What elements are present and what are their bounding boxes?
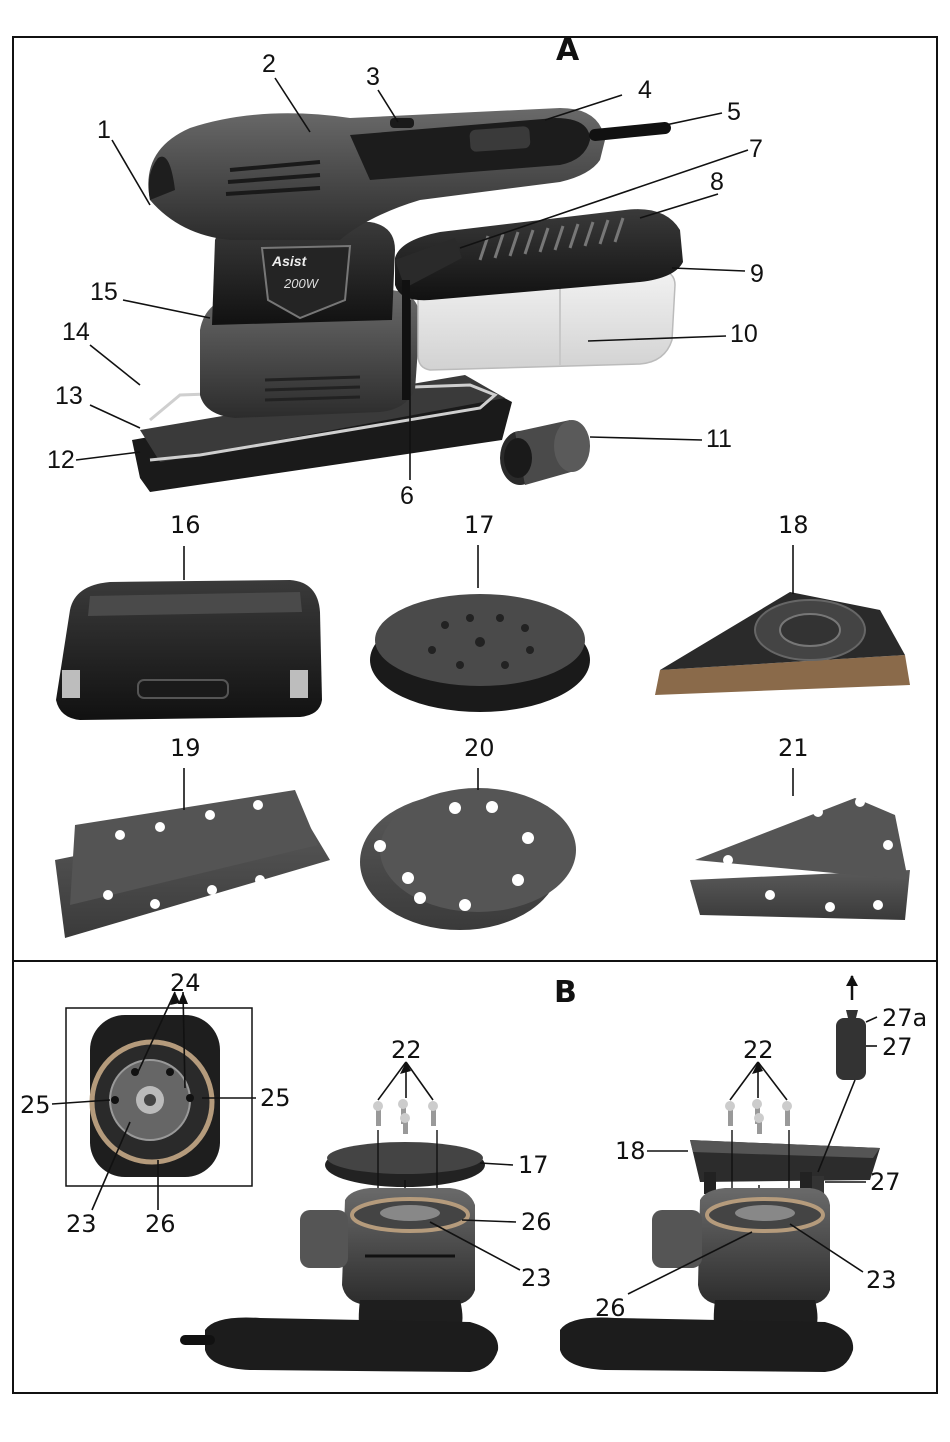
assembly-round-plate	[185, 1099, 498, 1372]
part-label-17-middle: 17	[518, 1153, 549, 1177]
round-sanding-sheets	[360, 788, 576, 930]
part-label-22-right: 22	[743, 1038, 774, 1062]
part-label-19: 19	[170, 736, 201, 760]
part-label-27-lower: 27	[870, 1170, 901, 1194]
part-label-22-middle: 22	[391, 1038, 422, 1062]
delta-sanding-plate	[655, 592, 910, 695]
sander-main	[132, 108, 683, 492]
part-label-10: 10	[730, 322, 758, 347]
round-sanding-plate	[370, 594, 590, 712]
inset-base-view	[90, 1015, 220, 1177]
part-label-18-right: 18	[615, 1139, 646, 1163]
part-label-27-upper: 27	[882, 1035, 913, 1059]
device-model-label: Asist	[272, 254, 306, 268]
part-label-27a: 27a	[882, 1006, 927, 1030]
carry-case	[56, 580, 322, 720]
part-label-17: 17	[464, 513, 495, 537]
part-label-12: 12	[47, 448, 75, 473]
part-label-2: 2	[262, 52, 276, 77]
part-label-9: 9	[750, 262, 764, 287]
part-label-3: 3	[366, 65, 380, 90]
part-label-1: 1	[97, 118, 111, 143]
rectangular-sanding-sheets	[55, 790, 330, 938]
part-label-11: 11	[706, 427, 732, 452]
part-label-5: 5	[727, 100, 741, 125]
part-label-4: 4	[638, 78, 652, 103]
part-label-20: 20	[464, 736, 495, 760]
part-label-26-right: 26	[595, 1296, 626, 1320]
part-label-26-inset: 26	[145, 1212, 176, 1236]
part-label-13: 13	[55, 384, 83, 409]
part-label-23-inset: 23	[66, 1212, 97, 1236]
delta-sanding-sheets	[690, 797, 910, 920]
part-label-18: 18	[778, 513, 809, 537]
part-label-25-right: 25	[260, 1086, 291, 1110]
part-label-23-right: 23	[866, 1268, 897, 1292]
part-label-14: 14	[62, 320, 90, 345]
part-label-21: 21	[778, 736, 809, 760]
part-label-24: 24	[170, 971, 201, 995]
part-label-7: 7	[749, 137, 763, 162]
part-label-26-middle: 26	[521, 1210, 552, 1234]
part-label-16: 16	[170, 513, 201, 537]
part-label-8: 8	[710, 170, 724, 195]
part-label-15: 15	[90, 280, 118, 305]
device-power-label: 200W	[284, 277, 318, 290]
part-label-25-left: 25	[20, 1093, 51, 1117]
part-label-23-middle: 23	[521, 1266, 552, 1290]
part-label-6: 6	[400, 484, 414, 509]
